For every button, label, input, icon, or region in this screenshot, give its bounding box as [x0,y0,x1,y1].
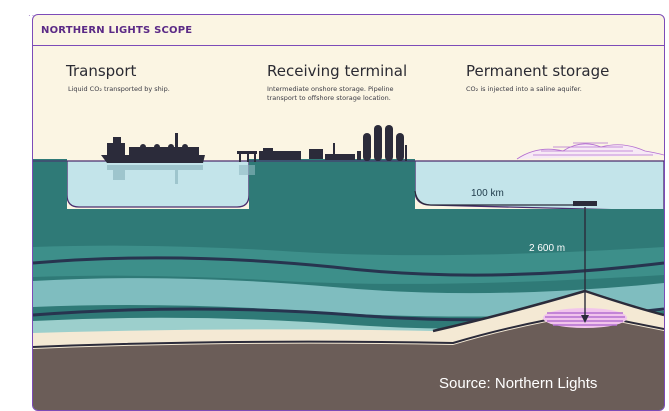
storage-title: Permanent storage [466,62,610,80]
land-left [33,159,67,211]
storage-description: CO₂ is injected into a saline aquifer. [466,85,582,93]
terminal-reflection [239,165,255,175]
layer-2 [33,256,664,277]
rock-base [33,315,664,410]
header-bar: NORTHERN LIGHTS SCOPE [33,15,664,46]
pipeline [414,190,578,206]
terminal-title: Receiving terminal [267,62,408,80]
depth-label: 2 600 m [529,243,565,254]
sea-basin-right [414,160,664,212]
well-arrowhead [581,315,589,323]
diagram-frame: 100 km 2 600 m Source: Northern Lights N… [32,14,665,411]
receiving-terminal [237,125,407,162]
source-caption: Source: Northern Lights [439,375,597,392]
subsea-template [573,201,597,206]
transport-description: Liquid CO₂ transported by ship. [68,85,170,93]
transport-title: Transport [66,62,137,80]
sea-basin-left [66,160,250,208]
ship [101,133,205,163]
diagram-title: NORTHERN LIGHTS SCOPE [41,25,193,36]
mountains [516,142,664,160]
dome-outline [432,289,664,333]
land-terminal [249,159,415,211]
distance-label: 100 km [471,188,504,199]
cross-section-illustration: 100 km 2 600 m Source: Northern Lights [33,125,664,410]
terminal-description: Intermediate onshore storage. Pipeline t… [267,85,394,102]
layer-3 [33,278,664,317]
ship-reflection [107,165,203,184]
